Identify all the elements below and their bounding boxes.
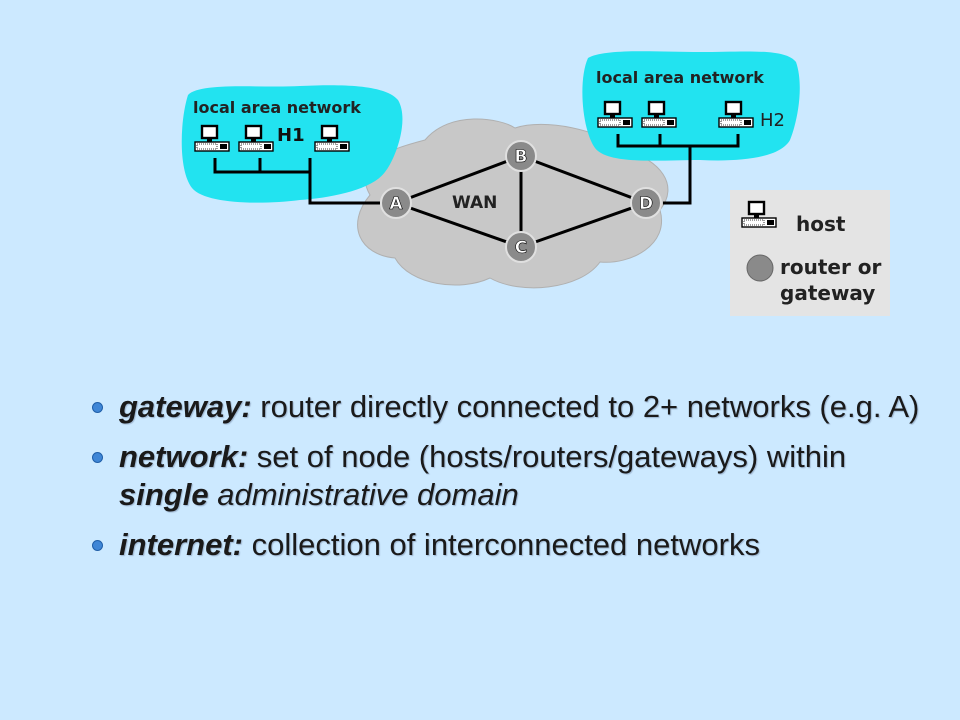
router-b: B xyxy=(505,140,537,172)
router-c: C xyxy=(505,231,537,263)
bullet-text: collection of interconnected networks xyxy=(243,527,760,562)
bullet-list: gateway: router directly connected to 2+… xyxy=(92,388,932,576)
lan-right-wiring xyxy=(616,134,740,205)
bullet-dot-icon xyxy=(92,402,103,413)
wan-label: WAN xyxy=(452,193,497,213)
lan-left-label: local area network xyxy=(193,98,361,117)
legend-router-label-2: gateway xyxy=(780,281,875,305)
bullet-emphasis-italic: administrative domain xyxy=(208,477,519,512)
router-a-label: A xyxy=(389,194,403,214)
bullet-term: network: xyxy=(119,439,249,474)
bullet-network: network: set of node (hosts/routers/gate… xyxy=(92,438,932,514)
router-d-label: D xyxy=(639,194,653,214)
h2-label: H2 xyxy=(760,110,785,131)
bullet-internet: internet: collection of interconnected n… xyxy=(92,526,932,564)
legend: host router or gateway xyxy=(730,190,890,316)
router-a: A xyxy=(380,187,412,219)
legend-host-label: host xyxy=(796,212,846,236)
bullet-term: gateway: xyxy=(119,389,252,424)
bullet-dot-icon xyxy=(92,452,103,463)
router-b-label: B xyxy=(515,147,528,167)
network-diagram: local area network local area network H1… xyxy=(181,51,890,316)
bullet-emphasis-bold: single xyxy=(119,477,209,512)
router-d: D xyxy=(630,187,662,219)
lan-left-wiring xyxy=(213,158,380,205)
legend-router-icon xyxy=(746,254,774,282)
bullet-term: internet: xyxy=(119,527,243,562)
router-c-label: C xyxy=(515,238,527,258)
bullet-text: router directly connected to 2+ networks… xyxy=(251,389,920,424)
lan-right-label: local area network xyxy=(596,68,764,87)
h1-label: H1 xyxy=(277,125,305,146)
bullet-text: set of node (hosts/routers/gateways) wit… xyxy=(248,439,847,474)
bullet-dot-icon xyxy=(92,540,103,551)
lan-right-cloud xyxy=(582,51,800,161)
bullet-gateway: gateway: router directly connected to 2+… xyxy=(92,388,932,426)
legend-router-label-1: router or xyxy=(780,255,882,279)
